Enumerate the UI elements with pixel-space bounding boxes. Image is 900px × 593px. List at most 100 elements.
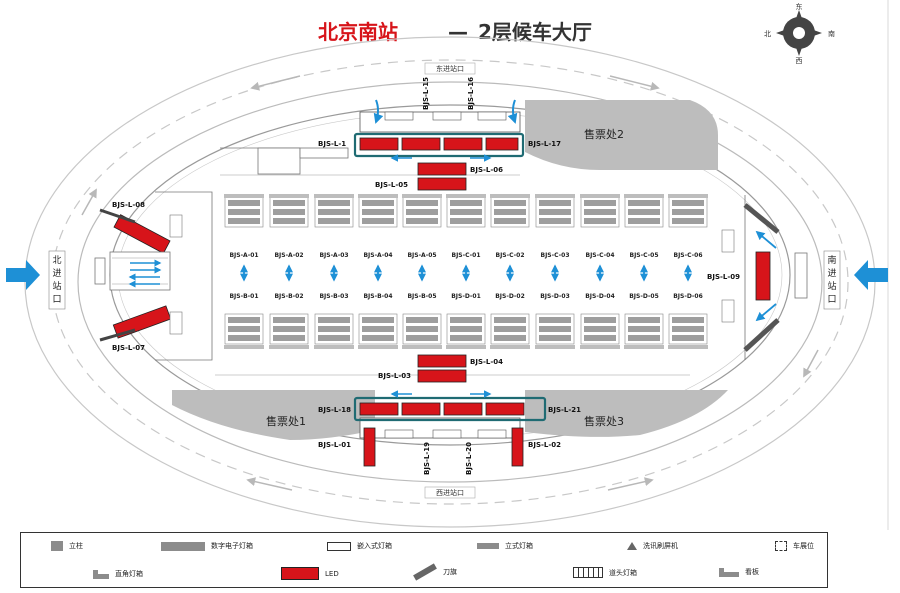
bottom-gates <box>359 417 521 439</box>
standing-lightbox <box>269 194 309 198</box>
legend-standing-label: 立式灯箱 <box>505 542 533 550</box>
north-entrance-label-char: 口 <box>52 295 61 305</box>
compass-south: 南 <box>828 29 835 38</box>
waiting-seat-block <box>535 313 575 345</box>
west-entrance-road-box <box>424 486 476 499</box>
waiting-seat-block <box>358 313 398 345</box>
led-screen-l03[interactable] <box>417 369 467 383</box>
standing-lightbox <box>224 345 264 349</box>
machine-icon <box>627 542 637 550</box>
legend-column-label: 立柱 <box>69 542 83 550</box>
corner-box-icon <box>93 569 109 579</box>
top-gates <box>359 111 521 133</box>
legend-column: 立柱 <box>51 541 83 551</box>
waiting-area-label: BJS-B-02 <box>274 293 303 300</box>
standing-lightbox <box>535 194 575 198</box>
board-icon <box>719 567 739 577</box>
led-screen-l09[interactable] <box>755 251 771 301</box>
legend-flag: 刀旗 <box>413 563 457 581</box>
ticket-hall-1: 售票处1 <box>172 390 375 440</box>
standing-lightbox <box>490 194 530 198</box>
flag-icon <box>413 563 437 581</box>
legend-led: LED <box>281 567 339 580</box>
waiting-area-label: BJS-D-04 <box>585 293 615 300</box>
waiting-area-label: BJS-A-02 <box>274 252 303 259</box>
legend-digital-label: 数字电子灯箱 <box>211 542 253 550</box>
legend-embedded: 嵌入式灯箱 <box>327 541 392 551</box>
digital-box-icon <box>161 541 205 551</box>
north-entrance-label-char: 北 <box>52 255 61 266</box>
standing-lightbox <box>269 345 309 349</box>
office-room <box>257 147 301 175</box>
legend-wall: 直角灯箱 <box>93 569 143 579</box>
gate-flow-arrows <box>373 99 518 398</box>
gate-box-icon <box>573 567 603 578</box>
waiting-seat-block <box>535 196 575 228</box>
waiting-area-label: BJS-D-02 <box>495 293 525 300</box>
led-label-l06: BJS-L-06 <box>470 166 503 174</box>
south-entrance-label-char: 口 <box>827 295 836 305</box>
legend-wall-label: 直角灯箱 <box>115 570 143 578</box>
map-legend: 立柱 数字电子灯箱 嵌入式灯箱 立式灯箱 洗讯刷屏机 车展位 直角灯箱 LED … <box>20 532 828 588</box>
standing-lightbox <box>446 194 486 198</box>
led-label-l20: BJS-L-20 <box>465 442 473 475</box>
standing-lightbox <box>490 345 530 349</box>
standing-lightbox <box>668 194 708 198</box>
south-entrance-label-char: 进 <box>827 268 836 279</box>
led-label-l15: BJS-L-15 <box>422 77 430 110</box>
waiting-area-label: BJS-D-05 <box>629 293 659 300</box>
standing-lightbox <box>580 194 620 198</box>
ticket-hall-1-label: 售票处1 <box>266 414 306 428</box>
led-screen-l02[interactable] <box>511 427 524 467</box>
standing-box-icon <box>477 543 499 549</box>
led-label-l16: BJS-L-16 <box>467 77 475 110</box>
legend-flag-label: 刀旗 <box>443 568 457 576</box>
inner-road-edge <box>77 81 823 483</box>
standing-lightbox <box>314 194 354 198</box>
legend-carpos: 车展位 <box>775 541 814 551</box>
led-screen-l06[interactable] <box>417 162 467 176</box>
waiting-seat-block <box>224 313 264 345</box>
waiting-seat-block <box>314 313 354 345</box>
waiting-seat-block <box>668 196 708 228</box>
standing-lightbox <box>402 345 442 349</box>
led-screen-l04[interactable] <box>417 354 467 368</box>
led-screen-l05[interactable] <box>417 177 467 191</box>
led-screen-l08[interactable] <box>113 214 171 254</box>
led-screen-l01[interactable] <box>363 427 376 467</box>
waiting-seat-block <box>668 313 708 345</box>
north-entrance-label-char: 站 <box>52 280 61 292</box>
standing-lightbox <box>580 345 620 349</box>
led-label-l04: BJS-L-04 <box>470 358 503 366</box>
compass-north: 北 <box>764 30 771 38</box>
waiting-area-label: BJS-D-01 <box>451 293 481 300</box>
ticket-hall-3: 售票处3 <box>525 390 728 437</box>
waiting-seat-block <box>224 196 264 228</box>
waiting-seat-block <box>490 313 530 345</box>
station-name: 北京南站 <box>318 20 398 44</box>
ticket-hall-2: 售票处2 <box>525 100 718 170</box>
led-label-l1: BJS-L-1 <box>318 140 346 148</box>
led-label-l07: BJS-L-07 <box>112 344 145 352</box>
embedded-box-icon <box>327 541 351 551</box>
standing-lightbox <box>668 345 708 349</box>
waiting-area-label: BJS-A-03 <box>319 252 348 259</box>
compass-icon: 东 南 西 北 <box>764 2 835 65</box>
led-group-bottom-highlight <box>353 396 547 422</box>
led-screen-row-bottom[interactable] <box>359 402 525 416</box>
ticket-hall-2-label: 售票处2 <box>584 127 624 141</box>
column-icon <box>51 541 63 551</box>
led-screen-l07[interactable] <box>112 305 172 339</box>
led-label-l18: BJS-L-18 <box>318 406 351 414</box>
standing-lightbox <box>358 194 398 198</box>
led-label-l21: BJS-L-21 <box>548 406 581 414</box>
waiting-seat-block <box>624 196 664 228</box>
east-entrance-road-box <box>424 62 476 75</box>
waiting-area-label: BJS-C-03 <box>541 252 570 259</box>
standing-lightbox <box>624 345 664 349</box>
led-label-l19: BJS-L-19 <box>423 442 431 475</box>
led-screen-row-top[interactable] <box>359 137 519 151</box>
